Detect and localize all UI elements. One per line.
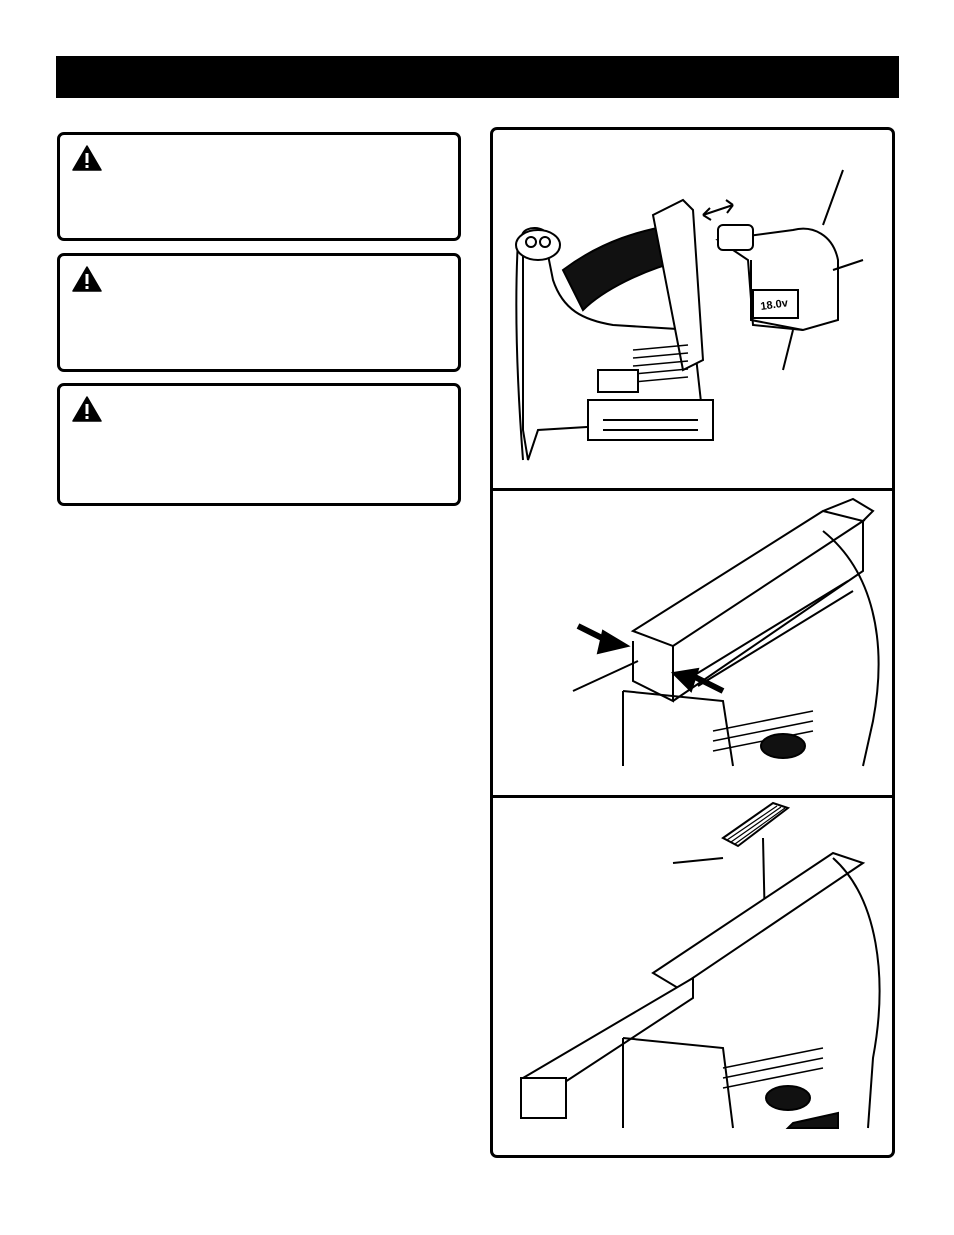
magazine-release-illustration — [572, 497, 880, 767]
warning-box-2 — [57, 253, 461, 372]
section-header-bar — [56, 56, 899, 98]
warning-triangle-icon — [72, 396, 102, 422]
warning-box-1 — [57, 132, 461, 241]
figure-magazine-release — [490, 488, 895, 798]
battery-label: 18.0v — [760, 297, 790, 313]
figure-staple-loading — [490, 795, 895, 1158]
warning-box-3 — [57, 383, 461, 506]
warning-triangle-icon — [72, 145, 102, 171]
staple-loading-illustration — [520, 801, 881, 1129]
figure-battery-install: 18.0v — [490, 127, 895, 491]
stapler-battery-illustration: 18.0v — [515, 169, 864, 461]
warning-triangle-icon — [72, 266, 102, 292]
